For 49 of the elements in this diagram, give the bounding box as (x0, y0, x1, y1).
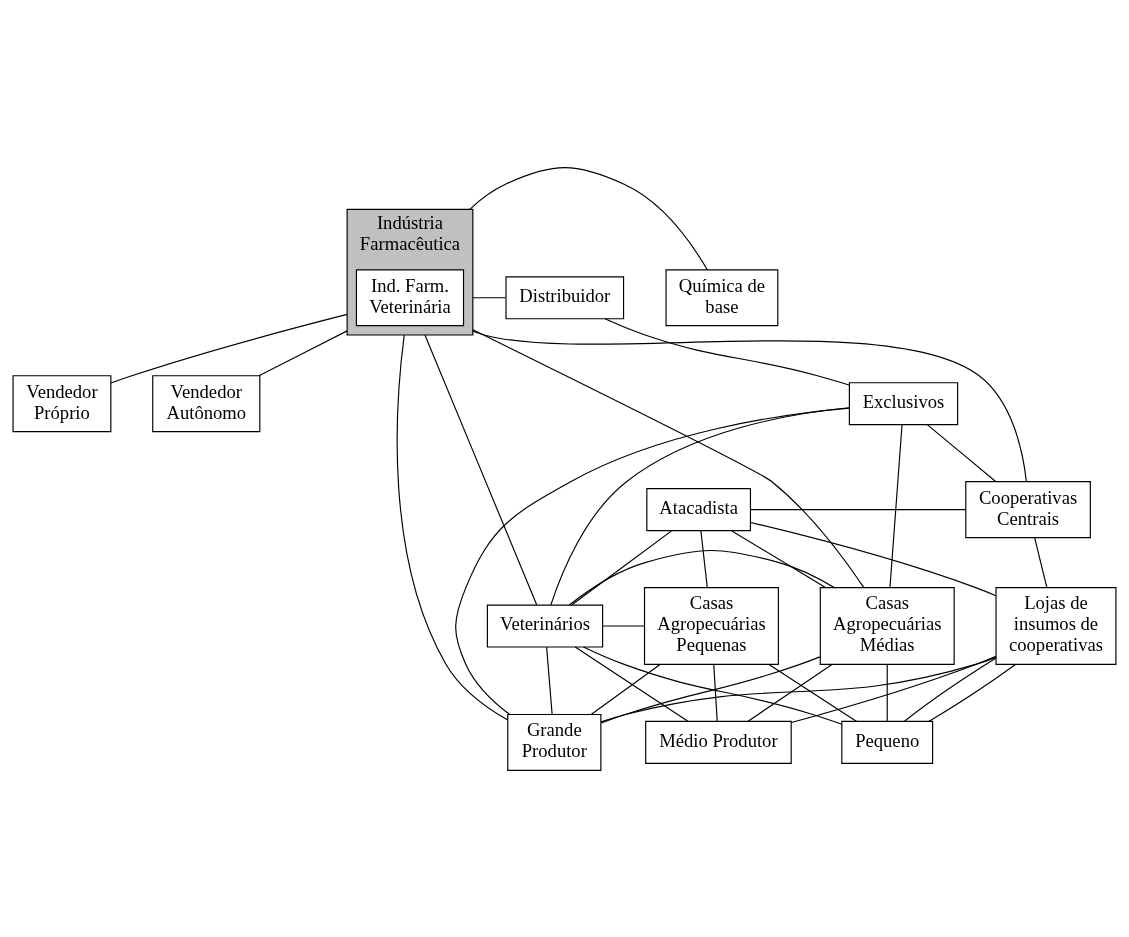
node-box: Ind. Farm. Veterinária (355, 268, 465, 326)
connector (571, 529, 673, 605)
connector (472, 330, 1027, 482)
connector (590, 663, 661, 715)
connector (768, 663, 858, 722)
connector (469, 166, 708, 270)
node-box: Vendedor Autônomo (152, 374, 261, 432)
connector (110, 313, 348, 384)
connector (600, 656, 997, 722)
node-box: Atacadista (646, 487, 752, 531)
connector (472, 328, 865, 588)
node-box: Médio Produtor (645, 720, 792, 764)
connector (886, 663, 888, 722)
connector (903, 657, 997, 722)
connector (750, 508, 967, 510)
connector (546, 645, 553, 715)
node-box: Pequeno (841, 720, 934, 764)
node-box: Cooperativas Centrais (965, 480, 1091, 538)
node-box: Casas Agropecuárias Pequenas (643, 586, 779, 665)
node-box: Casas Agropecuárias Médias (819, 586, 955, 665)
node-box: Vendedor Próprio (12, 374, 112, 432)
node-box: Grande Produtor (507, 713, 602, 771)
connector (568, 549, 835, 606)
node-box: Lojas de insumos de cooperativas (995, 586, 1117, 665)
connector (396, 333, 508, 720)
connector (700, 529, 708, 588)
node-box: Química de base (665, 268, 779, 326)
connector (258, 329, 348, 376)
connector (574, 645, 689, 722)
connector (730, 529, 826, 588)
connector (424, 333, 538, 605)
connector (455, 407, 850, 715)
connector (582, 645, 843, 725)
connector (713, 663, 718, 722)
connector (550, 406, 850, 605)
connector (889, 423, 903, 588)
node-box: Exclusivos (848, 381, 959, 425)
connector (790, 655, 997, 723)
connector (600, 655, 821, 724)
connector (602, 624, 646, 627)
connector (472, 296, 507, 298)
connector (747, 663, 833, 722)
connector (604, 317, 850, 386)
node-box: Distribuidor (505, 275, 625, 319)
node-box: Veterinários (486, 603, 604, 648)
connector (1034, 536, 1048, 588)
connector (926, 423, 997, 482)
connector (749, 521, 997, 596)
connector (928, 663, 1017, 722)
